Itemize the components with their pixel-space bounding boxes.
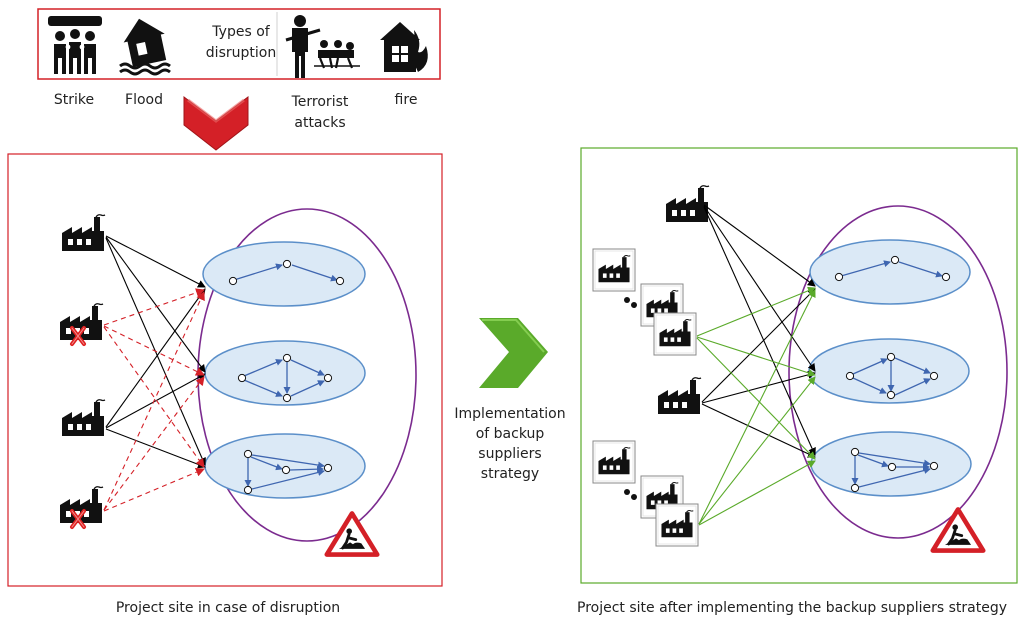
caption-right: Project site after implementing the back… [577,600,1007,616]
terrorist-icon [285,15,360,78]
right-subnet-3 [810,431,972,497]
right-subnet-2 [808,338,970,404]
label-fire: fire [394,92,418,108]
backup-factory-icon [656,504,698,546]
green-chevron-right [479,318,548,388]
middle-strategy-text: Implementation of backup suppliers strat… [454,406,566,482]
backup-factory-icon [654,313,696,355]
right-subnet-1 [809,239,971,305]
disruption-types-box [37,8,441,80]
left-subnet-2 [204,340,366,406]
flood-icon [119,18,171,76]
left-subnet-3 [204,433,366,499]
backup-factory-icon [593,249,635,291]
strike-icon [48,16,102,74]
label-strike: Strike [53,92,95,108]
disruption-title-line2: disruption [206,45,276,61]
fire-house-icon [380,22,428,72]
label-terrorist-attacks: Terrorist attacks [291,94,349,131]
label-flood: Flood [125,92,163,108]
caption-left: Project site in case of disruption [115,600,341,616]
disruption-title-line1: Types of [211,24,270,40]
left-subnet-1 [202,241,366,307]
backup-factory-icon [593,441,635,483]
